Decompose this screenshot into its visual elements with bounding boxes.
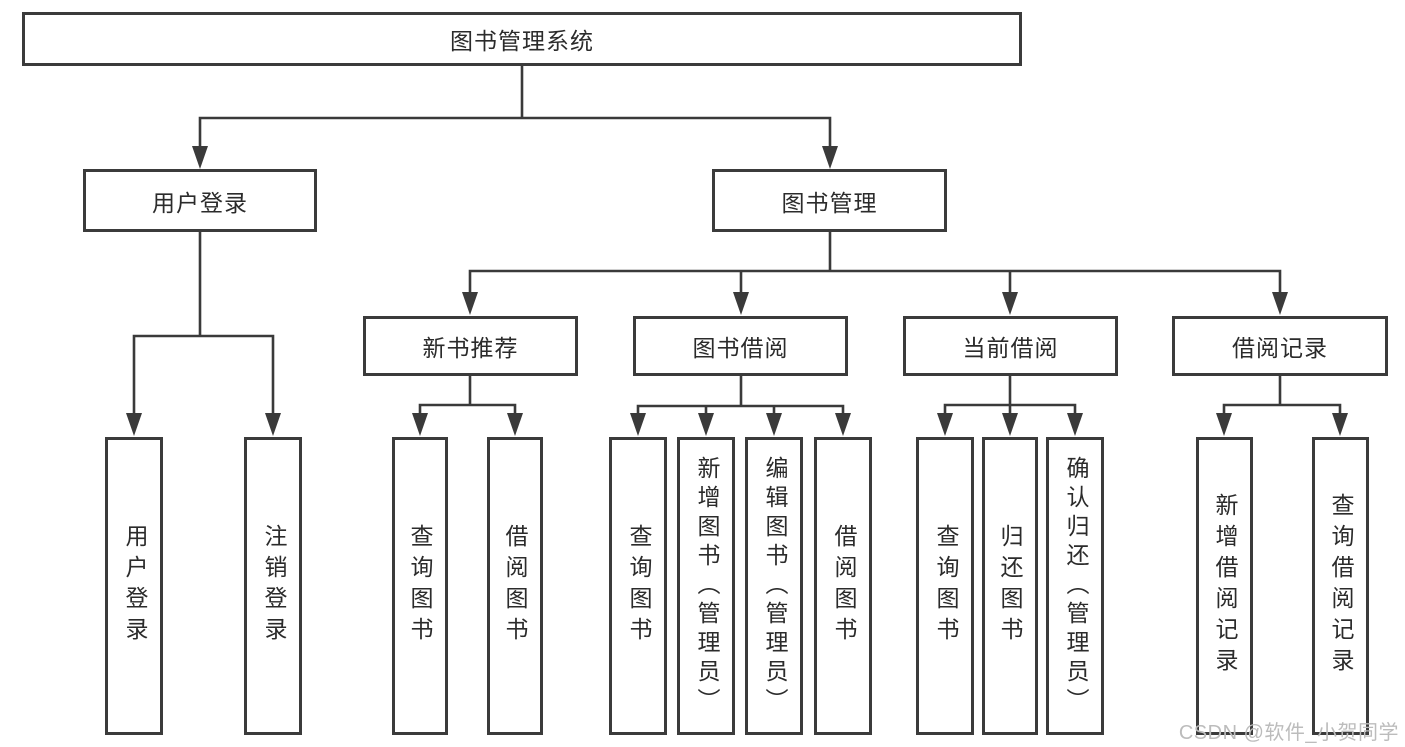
node-current-borrowing: 当前借阅: [903, 316, 1118, 376]
leaf-add-books-admin: 新增图书（管理员）: [677, 437, 735, 735]
leaf-query-borrow-record: 查询借阅记录: [1312, 437, 1369, 735]
leaf-query-books-borrowing: 查询图书: [609, 437, 667, 735]
leaf-query-books-recommend: 查询图书: [392, 437, 448, 735]
arrowhead-icons: [126, 146, 1348, 436]
node-library-management-system: 图书管理系统: [22, 12, 1022, 66]
node-book-management: 图书管理: [712, 169, 947, 232]
csdn-watermark: CSDN @软件_小贺同学: [1178, 722, 1399, 744]
leaf-borrow-books-recommend: 借阅图书: [487, 437, 543, 735]
node-new-book-recommend: 新书推荐: [363, 316, 578, 376]
node-user-login: 用户登录: [83, 169, 317, 232]
leaf-user-login: 用户登录: [105, 437, 163, 735]
leaf-confirm-return-admin: 确认归还（管理员）: [1046, 437, 1104, 735]
leaf-edit-books-admin: 编辑图书（管理员）: [745, 437, 803, 735]
node-borrowing-records: 借阅记录: [1172, 316, 1388, 376]
leaf-borrow-books-borrowing: 借阅图书: [814, 437, 872, 735]
leaf-query-books-current: 查询图书: [916, 437, 974, 735]
node-book-borrowing: 图书借阅: [633, 316, 848, 376]
leaf-add-borrow-record: 新增借阅记录: [1196, 437, 1253, 735]
leaf-logout-login: 注销登录: [244, 437, 302, 735]
leaf-return-books: 归还图书: [982, 437, 1038, 735]
